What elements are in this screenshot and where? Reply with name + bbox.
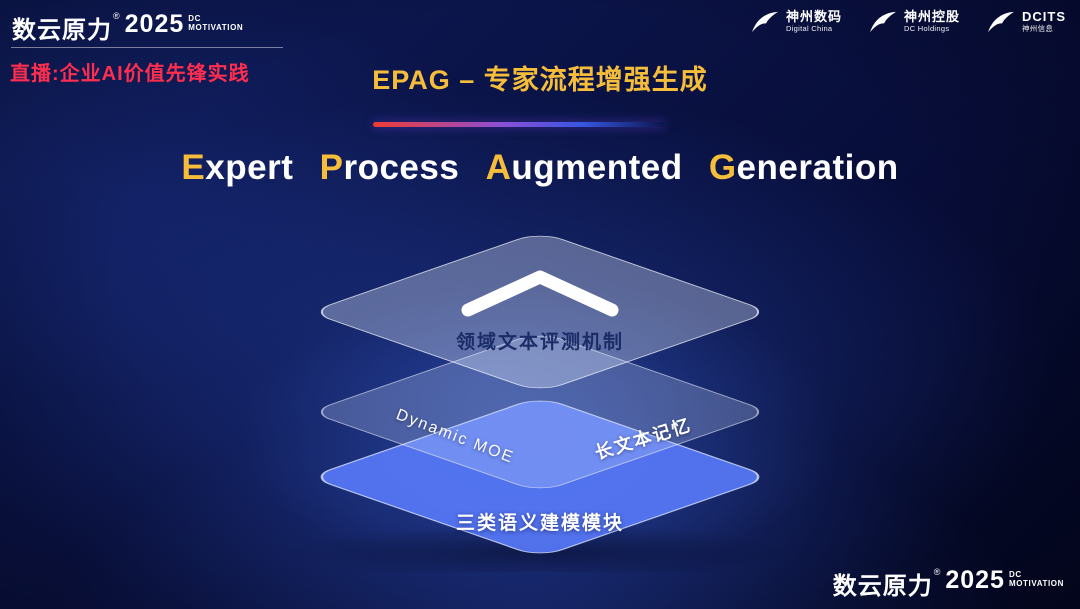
heading-word: Process [320,148,460,187]
partner-logo-dc-holdings: 神州控股 DC Holdings [868,9,960,34]
heading-rest: xpert [205,148,294,187]
heading-rest: rocess [343,148,460,187]
layer-top-shape [320,235,760,389]
registered-mark-icon: ® [113,11,120,21]
brand-name: 数云原力 [832,573,933,600]
partner-logos: 神州数码 Digital China 神州控股 DC Holdings DCIT… [750,9,1066,34]
title-gradient-underline [373,122,665,127]
layer-bottom-shape [320,400,760,554]
partner-text: DCITS 神州信息 [1022,9,1066,34]
brand-year: 2025 [124,10,185,38]
heading-word: Expert [181,148,293,187]
heading-initial: E [181,148,206,187]
partner-logo-digital-china: 神州数码 Digital China [750,9,842,34]
brand-tag-line1: DC [1008,570,1022,579]
layer-label-semantic-modeling: 三类语义建模模块 [455,513,624,534]
registered-mark-icon: ® [933,567,941,577]
stack-diagram [240,235,840,572]
live-stream-label: 直播:企业AI价值先锋实践 [10,63,250,85]
chevron-up-icon [461,270,619,317]
heading-initial: P [319,148,344,187]
partner-name: 神州控股 [903,9,960,25]
swoosh-icon [988,11,1014,33]
partner-text: 神州数码 Digital China [785,9,842,34]
heading-initial: G [708,148,737,187]
layer-label-evaluation: 领域文本评测机制 [455,332,624,353]
brand-logo-top-left: 数云原力 ® 2025 DC MOTIVATION [12,10,243,45]
partner-name: DCITS [1022,9,1066,25]
brand-name: 数云原力 [12,17,112,44]
partner-subtitle: Digital China [785,24,833,34]
partner-text: 神州控股 DC Holdings [903,9,960,34]
slide-title: EPAG – 专家流程增强生成 [372,65,708,95]
heading-rest: eneration [736,148,899,187]
heading-rest: ugmented [511,148,683,187]
brand-tagline: DC MOTIVATION [188,14,243,32]
brand-tag-line2: MOTIVATION [1008,579,1064,589]
partner-logo-dcits: DCITS 神州信息 [986,9,1066,34]
partner-subtitle: DC Holdings [903,24,950,34]
heading-word: Augmented [486,148,683,187]
heading-initial: A [485,148,512,187]
brand-tag-line2: MOTIVATION [188,23,244,33]
main-heading: Expert Process Augmented Generation [0,148,1080,188]
brand-tag-line1: DC [188,14,202,23]
brand-tagline: DC MOTIVATION [1009,570,1064,588]
partner-subtitle: 神州信息 [1022,24,1054,34]
swoosh-icon [870,11,896,33]
swoosh-icon [752,11,778,33]
brand-divider-line [11,47,283,48]
brand-year: 2025 [945,566,1005,594]
partner-name: 神州数码 [785,9,842,25]
brand-logo-bottom-right: 数云原力 ® 2025 DC MOTIVATION [833,566,1064,601]
layer-middle-shape [320,335,760,489]
heading-word: Generation [709,148,899,187]
